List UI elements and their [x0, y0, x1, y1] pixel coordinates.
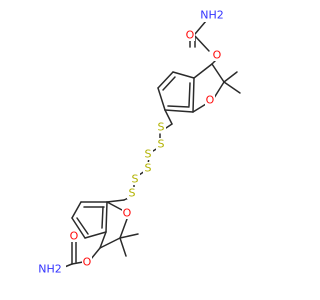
- bond: [71, 261, 84, 265]
- carbonyl-oxygen-label-top: O: [186, 29, 195, 42]
- bond: [106, 199, 125, 203]
- bond: [157, 87, 166, 111]
- bond: [167, 105, 190, 108]
- bond: [194, 35, 210, 52]
- nh2-label-bottom: NH2: [38, 263, 62, 276]
- bond: [157, 71, 174, 89]
- bond: [193, 63, 213, 79]
- bond: [194, 20, 207, 35]
- bond: [119, 237, 127, 257]
- molecule-diagram: NH2 O O O S S S S S S O O O NH2: [34, 8, 241, 276]
- bond: [71, 217, 86, 239]
- ring-oxygen-label-top: O: [206, 94, 215, 107]
- ring-oxygen-label-bottom: O: [123, 207, 132, 220]
- bond: [211, 63, 225, 83]
- sulfur-label-5: S: [132, 173, 139, 186]
- ester-oxygen-label-top: O: [213, 49, 222, 62]
- bond: [71, 201, 82, 219]
- carbonyl-oxygen-label-bottom: O: [70, 230, 79, 243]
- bond: [119, 218, 128, 239]
- bond: [172, 71, 195, 79]
- bond: [105, 201, 108, 233]
- bond: [192, 103, 207, 113]
- structure-drawing: NH2 O O O S S S S S S O O O NH2: [34, 8, 241, 276]
- bond: [99, 237, 121, 249]
- bond: [213, 81, 225, 99]
- sulfur-label-6: S: [129, 187, 136, 200]
- bond: [188, 82, 191, 107]
- bond: [99, 231, 107, 249]
- bottom-benzofuran-unit: [61, 199, 139, 269]
- bond: [84, 231, 107, 239]
- sulfur-label-1: S: [158, 121, 165, 134]
- bond: [223, 81, 241, 94]
- bond: [165, 123, 173, 129]
- bond: [76, 217, 89, 235]
- bond: [90, 247, 101, 260]
- sulfur-label-4: S: [145, 162, 152, 175]
- bond: [162, 76, 176, 91]
- top-benzofuran-unit: [157, 20, 241, 125]
- nh2-label-top: NH2: [200, 9, 224, 22]
- sulfur-label-2: S: [158, 138, 165, 151]
- bond: [192, 77, 195, 113]
- bond: [106, 201, 123, 211]
- bond: [101, 206, 104, 229]
- bond: [164, 109, 194, 113]
- bond: [119, 233, 139, 239]
- sulfur-label-3: S: [145, 148, 152, 161]
- atom-labels: NH2 O O O S S S S S S O O O NH2: [34, 8, 230, 276]
- bond: [164, 109, 173, 125]
- ester-oxygen-label-bottom: O: [83, 256, 92, 269]
- bond: [223, 71, 238, 83]
